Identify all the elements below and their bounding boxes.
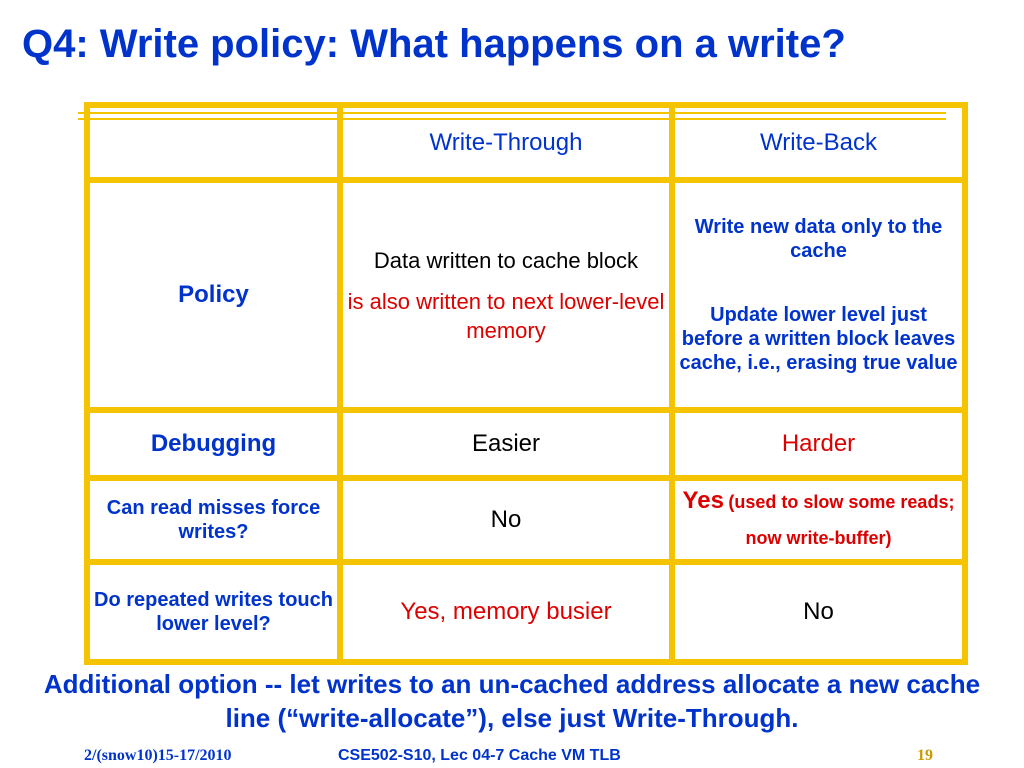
- repeated-writes-label: Do repeated writes touch lower level?: [84, 559, 343, 665]
- repeated-writes-write-through: Yes, memory busier: [337, 559, 675, 665]
- footer-page-number: 19: [917, 747, 933, 764]
- policy-wt-highlight: is also written to next lower-level memo…: [347, 288, 665, 343]
- debugging-label: Debugging: [84, 407, 343, 481]
- read-misses-write-through: No: [337, 475, 675, 565]
- repeated-writes-row: Do repeated writes touch lower level? Ye…: [84, 559, 968, 665]
- read-misses-label: Can read misses force writes?: [84, 475, 343, 565]
- debugging-row: Debugging Easier Harder: [84, 407, 968, 481]
- header-write-through: Write-Through: [337, 102, 675, 183]
- header-row: Write-Through Write-Back: [84, 102, 968, 183]
- policy-write-through-cell: Data written to cache block is also writ…: [337, 177, 675, 413]
- header-blank-cell: [84, 102, 343, 183]
- policy-wt-text: Data written to cache block: [373, 247, 639, 273]
- additional-option-note: Additional option -- let writes to an un…: [43, 669, 981, 733]
- read-misses-wb-note: (used to slow some reads; now write-buff…: [728, 491, 955, 548]
- footer-course: CSE502-S10, Lec 04-7 Cache VM TLB: [338, 747, 621, 764]
- write-policy-table: Write-Through Write-Back Policy Data wri…: [84, 102, 968, 665]
- read-misses-row: Can read misses force writes? No Yes (us…: [84, 475, 968, 565]
- policy-wb-text-2: Update lower level just before a written…: [679, 304, 958, 374]
- policy-label: Policy: [84, 177, 343, 413]
- policy-row: Policy Data written to cache block is al…: [84, 177, 968, 413]
- read-misses-wb-yes: Yes: [682, 486, 724, 514]
- repeated-writes-write-back: No: [669, 559, 968, 665]
- read-misses-write-back: Yes (used to slow some reads; now write-…: [669, 475, 968, 565]
- slide-title: Q4: Write policy: What happens on a writ…: [22, 22, 846, 66]
- policy-write-back-cell: Write new data only to the cache Update …: [669, 177, 968, 413]
- debugging-write-back: Harder: [669, 407, 968, 481]
- policy-wb-text-1: Write new data only to the cache: [694, 216, 943, 262]
- footer-date: 2/(snow10)15-17/2010: [84, 747, 232, 764]
- header-write-back: Write-Back: [669, 102, 968, 183]
- debugging-write-through: Easier: [337, 407, 675, 481]
